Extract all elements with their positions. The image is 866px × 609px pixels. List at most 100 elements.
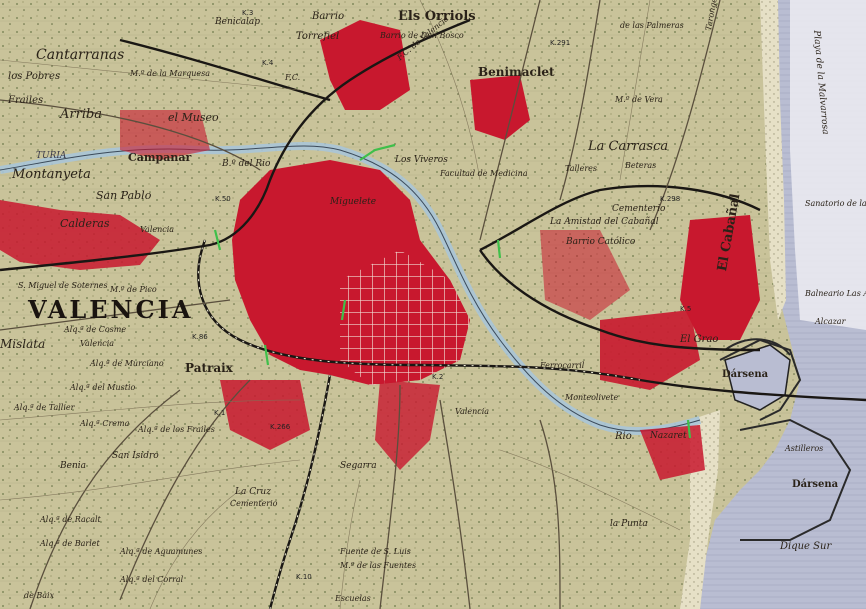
label-san-pablo: San Pablo (96, 189, 152, 202)
label-city: VALENCIA (28, 295, 194, 324)
label-palmeras: de las Palmeras (620, 21, 684, 30)
label-beteras: Beteras (625, 161, 657, 170)
east-blocks (540, 230, 630, 320)
label-segarra: Segarra (340, 461, 377, 471)
label-campanar: Campanar (128, 151, 192, 164)
label-rio-valencia: Valencia (140, 225, 175, 234)
label-benicalap: Benicalap (215, 17, 261, 27)
harbour (719, 338, 852, 541)
label-escuelas: Escuelas (335, 594, 371, 603)
label-bdel-rio: B.º del Rio (222, 159, 271, 169)
label-turia: TURIA (36, 151, 67, 161)
label-facultad: Facultad de Medicina (440, 169, 528, 178)
km-label-10: K.266 (270, 423, 291, 431)
km-label-2: K.4 (262, 59, 274, 67)
marker-1 (359, 143, 396, 161)
label-la-punta: la Punta (610, 519, 648, 529)
label-corral: Alq.ª del Corral (120, 575, 184, 584)
label-los-cueros: M.º de las Fuentes (340, 561, 417, 570)
label-miguelete: Miguelete (330, 197, 377, 207)
label-torrefiel: Torrefiel (296, 31, 340, 42)
label-rio: Rio (615, 431, 632, 442)
km-label-8: K.298 (660, 195, 681, 203)
marker-6 (686, 419, 692, 439)
label-murciano: Alq.ª de Murciano (90, 359, 164, 368)
label-mpico: M.º de Pico (110, 285, 157, 294)
label-cosme: Alq.ª de Cosme (64, 325, 127, 334)
label-baix: de Baix (24, 591, 55, 600)
label-ferrocarril: Ferrocarril (540, 361, 585, 370)
marker-2 (213, 229, 222, 251)
label-crema: Alq.ª Crema (80, 419, 130, 428)
label-barrio-don-bosco: Barrio de Don Bosco (380, 31, 464, 40)
label-la-fuente: Fuente de S. Luis (340, 547, 411, 556)
label-mislata: Mislata (0, 337, 46, 351)
label-darsena-2: Dársena (792, 479, 839, 490)
label-los-pobres: los Pobres (8, 71, 61, 82)
label-calderas: Calderas (60, 217, 110, 230)
south-east-area (375, 380, 440, 470)
label-cantarranas: Cantarranas (36, 47, 125, 63)
label-darsena: Dársena (722, 369, 769, 380)
label-aguamunes: Alq.ª de Aguamunes (120, 547, 203, 556)
label-benimaclet: Benimaclet (478, 65, 555, 79)
label-museo: el Museo (168, 111, 219, 124)
benimaclet-area (470, 75, 530, 140)
label-astilleros: Astilleros (785, 444, 824, 453)
label-el-grao: El Grao (680, 334, 719, 345)
marker-4 (263, 344, 270, 366)
ensanche (340, 250, 470, 385)
label-barrio-catolico: Barrio Católico (566, 237, 636, 247)
label-montanyeta: Montanyeta (12, 167, 91, 182)
label-monteolivete: Monteolivete (565, 393, 619, 402)
cabanal-area (680, 215, 760, 340)
label-dique-sur: Dique Sur (780, 541, 832, 552)
label-la-cruz: La Cruz (235, 487, 271, 497)
km-label-4: K.86 (192, 333, 208, 341)
km-label-9: K.291 (550, 39, 571, 47)
south-area (220, 380, 310, 450)
label-barrio: Barrio (312, 11, 345, 22)
label-balneario: Balneario Las Arenas (805, 289, 866, 298)
label-la-carrasca: La Carrasca (588, 139, 669, 154)
km-label-1: K.3 (242, 9, 254, 17)
beach-strip (760, 0, 786, 320)
label-valencia-road: Valencia (80, 339, 115, 348)
label-nazaret: Nazaret (650, 431, 687, 441)
nazaret-area (640, 425, 705, 480)
sea-text-area (790, 0, 866, 330)
label-sotornes: S. Miguel de Soternes (18, 281, 108, 290)
marker-5 (496, 239, 502, 259)
km-label-6: K.2 (432, 373, 444, 381)
label-arriba: Arriba (60, 107, 103, 122)
marker-3 (340, 299, 347, 321)
grao-area (600, 310, 700, 390)
label-frailes: Frailes (8, 95, 44, 106)
label-cementerio-sur: Cementerio (230, 499, 278, 508)
label-sanatorio: Sanatorio de la Malvarrosa (805, 199, 866, 208)
label-els-orriols: Els Orriols (398, 9, 476, 24)
label-barlet: Alq.ª de Barlet (40, 539, 100, 548)
label-mustio: Alq.ª del Mustio (70, 383, 136, 392)
north-barrio (320, 20, 410, 110)
km-label-3: K.50 (215, 195, 231, 203)
label-fc: F.C. (285, 73, 301, 82)
label-talleres: Talleres (565, 164, 597, 173)
roads (0, 0, 721, 609)
west-area (0, 200, 160, 270)
label-tallicr: Alq.ª de Tallier (14, 403, 75, 412)
km-label-11: K.10 (296, 573, 312, 581)
label-patraix: Patraix (185, 361, 233, 375)
label-benia: Benia (60, 461, 86, 471)
label-amistad: La Amistad del Cabañal (550, 217, 659, 227)
label-miramar: Alcazar (815, 317, 846, 326)
paths (0, 0, 681, 609)
green-markers (213, 143, 692, 439)
km-label-5: K.1 (214, 409, 226, 417)
label-cementerio: Cementerio (612, 204, 666, 214)
label-racalt: Alq.ª de Racalt (40, 515, 101, 524)
km-label-7: K.5 (680, 305, 692, 313)
label-grao-road: Valencia (455, 407, 490, 416)
